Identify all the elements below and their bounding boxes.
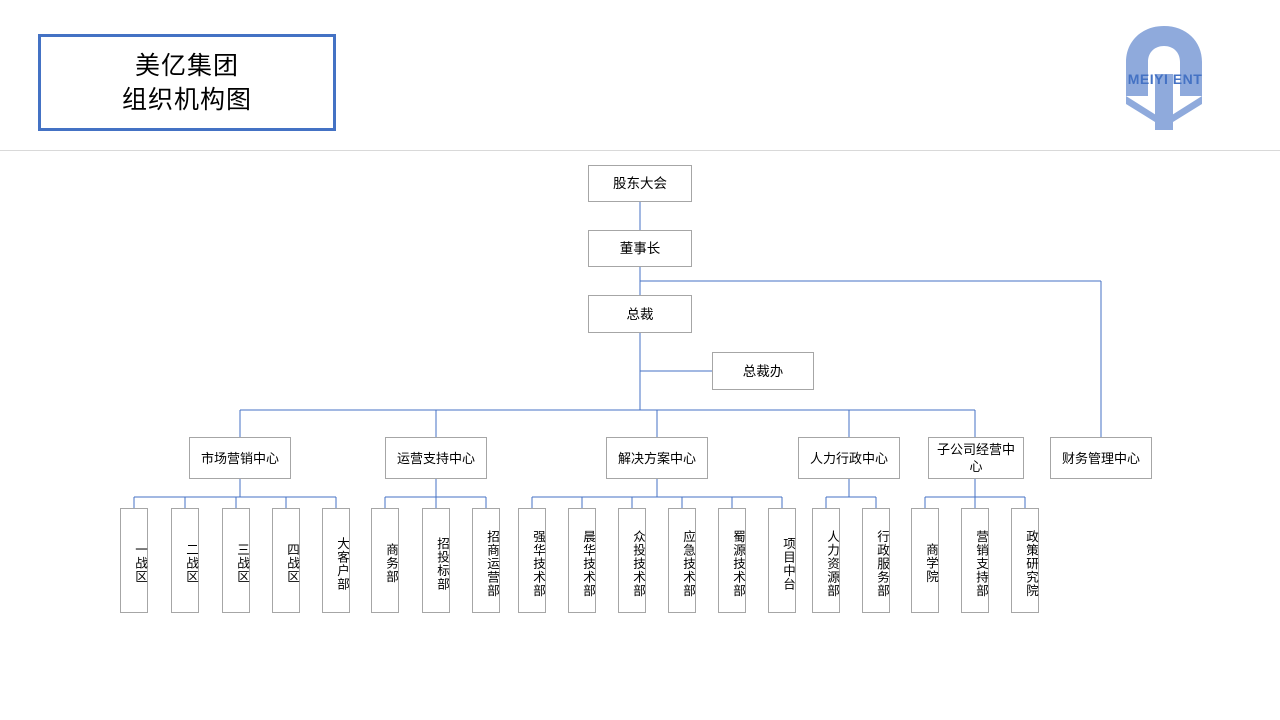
node-dept-war-zone-2[interactable]: 二战区 (171, 508, 199, 613)
node-dept-shuyuan-tech[interactable]: 蜀源技术部 (718, 508, 746, 613)
node-dept-policy-research[interactable]: 政策研究院 (1011, 508, 1039, 613)
node-dept-chenhua-tech[interactable]: 晨华技术部 (568, 508, 596, 613)
node-president[interactable]: 总裁 (588, 295, 692, 333)
node-dept-human-resources[interactable]: 人力资源部 (812, 508, 840, 613)
node-dept-qianghua-tech[interactable]: 强华技术部 (518, 508, 546, 613)
meiyi-m-logo-icon (1118, 22, 1210, 130)
node-chairman[interactable]: 董事长 (588, 230, 692, 267)
node-shareholders-meeting[interactable]: 股东大会 (588, 165, 692, 202)
node-dept-war-zone-4[interactable]: 四战区 (272, 508, 300, 613)
node-center-hr-admin[interactable]: 人力行政中心 (798, 437, 900, 479)
node-dept-emergency-tech[interactable]: 应急技术部 (668, 508, 696, 613)
node-center-marketing[interactable]: 市场营销中心 (189, 437, 291, 479)
node-dept-admin-services[interactable]: 行政服务部 (862, 508, 890, 613)
node-dept-investment-operations[interactable]: 招商运营部 (472, 508, 500, 613)
node-dept-business-school[interactable]: 商学院 (911, 508, 939, 613)
node-president-office[interactable]: 总裁办 (712, 352, 814, 390)
node-dept-business[interactable]: 商务部 (371, 508, 399, 613)
node-center-finance[interactable]: 财务管理中心 (1050, 437, 1152, 479)
chart-title-line-1: 美亿集团 (134, 51, 239, 80)
node-center-solutions[interactable]: 解决方案中心 (606, 437, 708, 479)
chart-title-line-2: 组织机构图 (121, 85, 252, 114)
node-dept-project-midend[interactable]: 项目中台 (768, 508, 796, 613)
node-dept-war-zone-3[interactable]: 三战区 (222, 508, 250, 613)
logo-wordmark: MEIYI ENT (1127, 71, 1203, 87)
chart-title-box: 美亿集团 组织机构图 (38, 34, 336, 131)
node-center-subsidiary-operations[interactable]: 子公司经营中心 (928, 437, 1024, 479)
header-divider (0, 150, 1280, 151)
node-dept-bidding[interactable]: 招投标部 (422, 508, 450, 613)
node-dept-war-zone-1[interactable]: 一战区 (120, 508, 148, 613)
node-center-operations-support[interactable]: 运营支持中心 (385, 437, 487, 479)
node-dept-key-accounts[interactable]: 大客户部 (322, 508, 350, 613)
node-dept-zhongtou-tech[interactable]: 众投技术部 (618, 508, 646, 613)
node-dept-marketing-support[interactable]: 营销支持部 (961, 508, 989, 613)
